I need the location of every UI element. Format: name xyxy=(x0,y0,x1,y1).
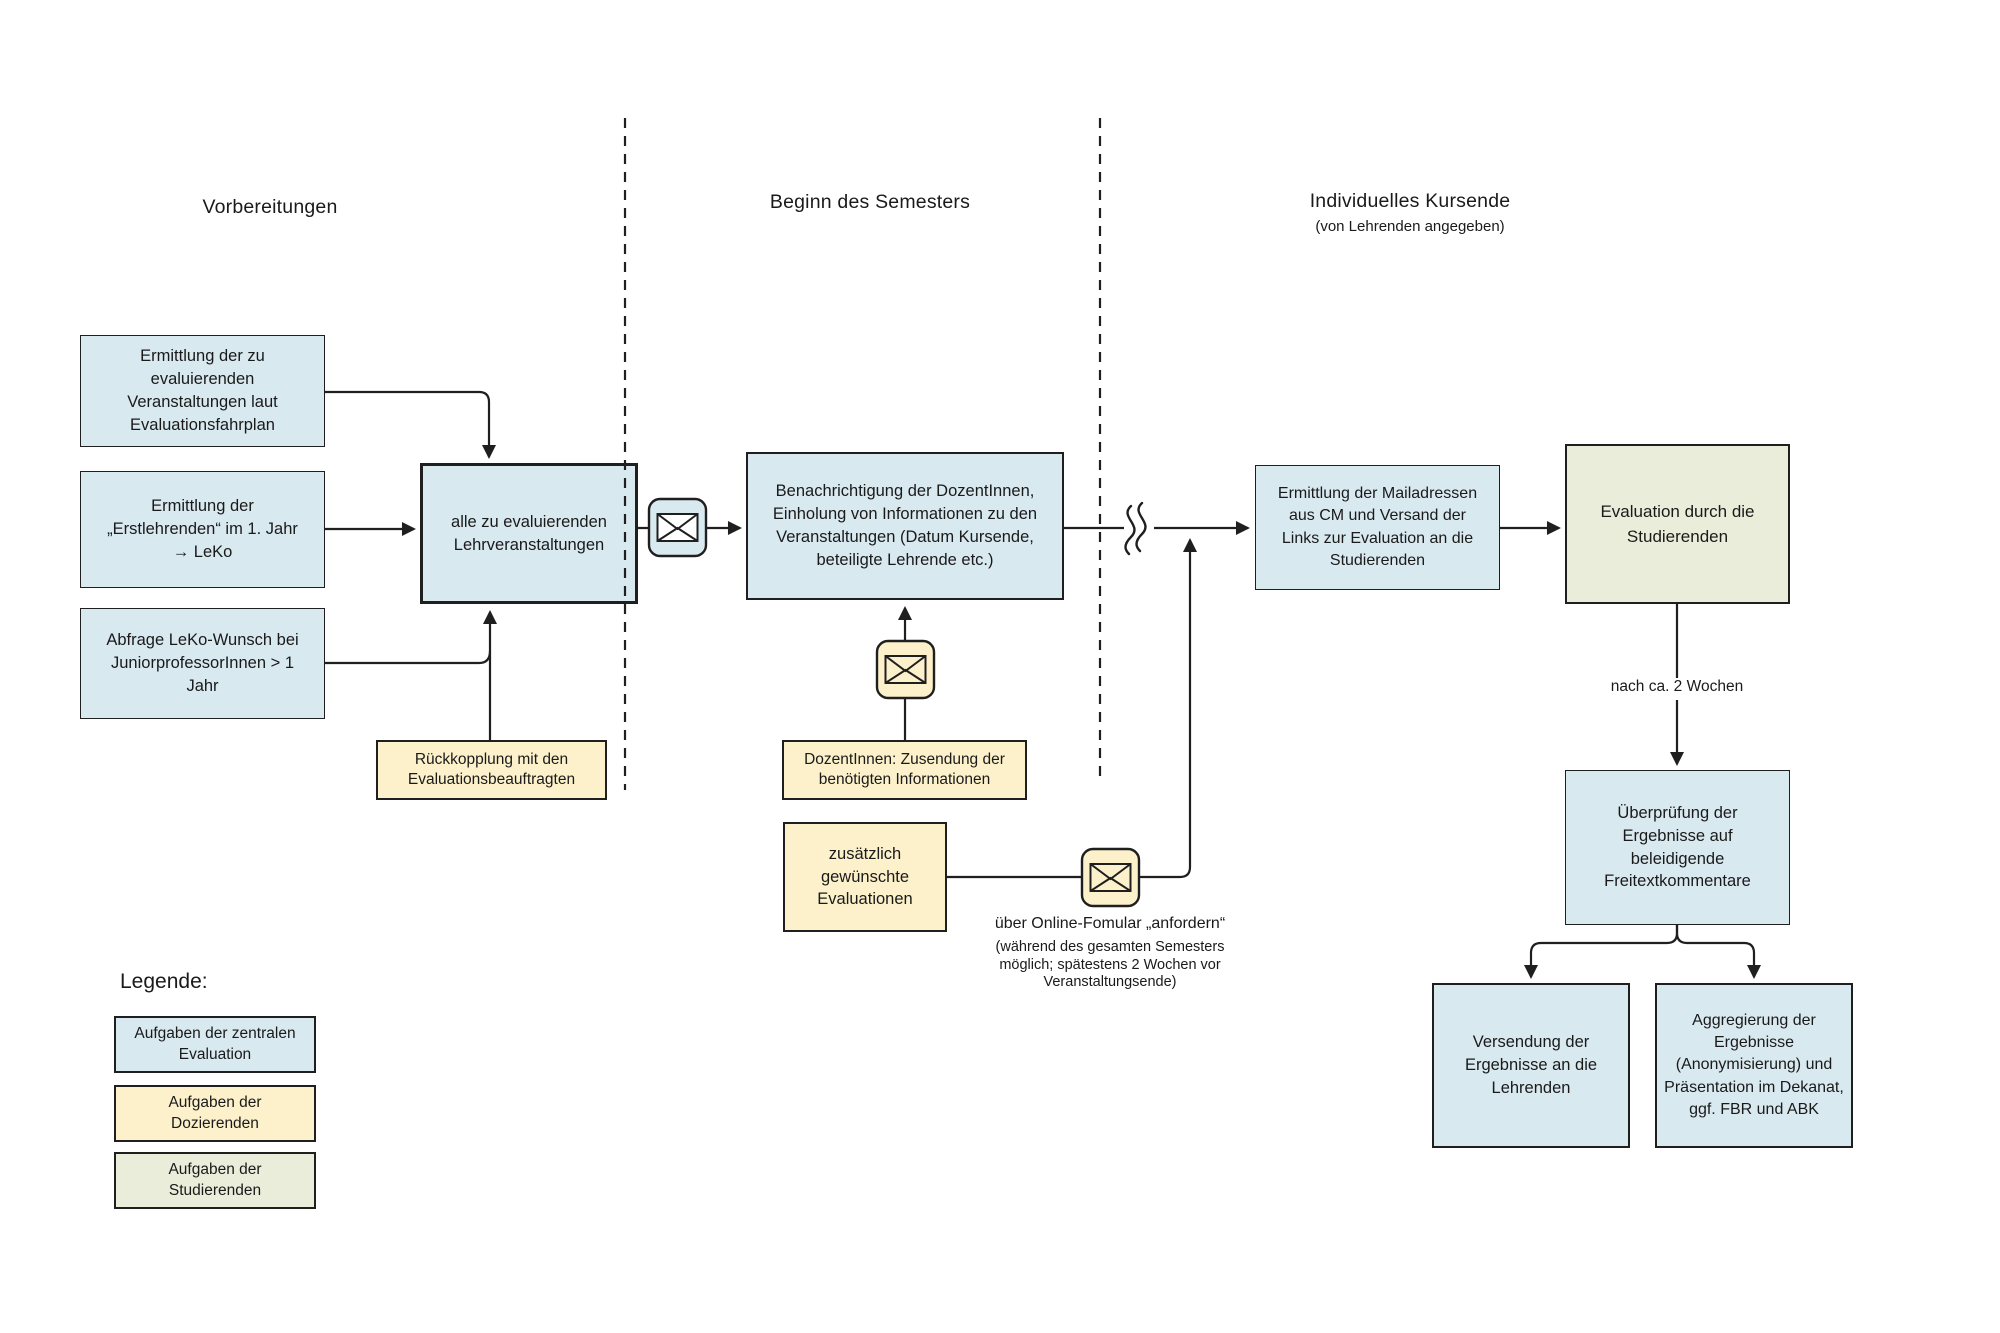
column-header-individuelles-kursende: Individuelles Kursende xyxy=(1309,190,1511,212)
box-alle-lehrveranstaltungen: alle zu evaluierenden Lehrveranstaltunge… xyxy=(420,463,638,604)
squiggle-break-icon xyxy=(1124,501,1147,556)
wait-duration-label: nach ca. 2 Wochen xyxy=(1594,678,1760,700)
box-ueberpruefung-freitextkommentare: Überprüfung der Ergebnisse auf beleidige… xyxy=(1565,770,1790,925)
legend-item-studierende: Aufgaben der Studierenden xyxy=(114,1152,316,1209)
connector-to-aggregierung xyxy=(1675,925,1761,979)
connector-to-versendung xyxy=(1524,925,1679,979)
column-subheader-von-lehrenden: (von Lehrenden angegeben) xyxy=(1315,218,1505,235)
online-form-note: (während des gesamten Semesters möglich;… xyxy=(995,939,1225,991)
box-benachrichtigung-dozentinnen: Benachrichtigung der DozentInnen, Einhol… xyxy=(746,452,1064,600)
legend-title: Legende: xyxy=(120,970,208,993)
envelope-icon xyxy=(647,497,708,558)
box-aggregierung-ergebnisse: Aggregierung der Ergebnisse (Anonymisier… xyxy=(1655,983,1853,1148)
connector-leko-join xyxy=(325,650,492,665)
connector-veranstaltungen-to-alle xyxy=(325,390,496,459)
column-header-beginn-des-semesters: Beginn des Semesters xyxy=(769,191,971,213)
box-versendung-ergebnisse: Versendung der Ergebnisse an die Lehrend… xyxy=(1432,983,1630,1148)
box-ermittlung-veranstaltungen: Ermittlung der zu evaluierenden Veransta… xyxy=(80,335,325,447)
envelope-icon xyxy=(875,639,936,700)
box-rueckkopplung: Rückkopplung mit den Evaluationsbeauftra… xyxy=(376,740,607,800)
box-ermittlung-erstlehrende: Ermittlung der „Erstlehrenden“ im 1. Jah… xyxy=(80,471,325,588)
box-abfrage-leko-wunsch: Abfrage LeKo-Wunsch bei JuniorprofessorI… xyxy=(80,608,325,719)
box-zusaetzliche-evaluationen: zusätzlich gewünschte Evaluationen xyxy=(783,822,947,932)
online-form-title: über Online-Fomular „anfordern“ xyxy=(994,915,1226,932)
envelope-icon xyxy=(1080,847,1141,908)
box-evaluation-studierende: Evaluation durch die Studierenden xyxy=(1565,444,1790,604)
box-dozentinnen-zusendung: DozentInnen: Zusendung der benötigten In… xyxy=(782,740,1027,800)
legend-item-zentrale-evaluation: Aufgaben der zentralen Evaluation xyxy=(114,1016,316,1073)
legend-item-dozierende: Aufgaben der Dozierenden xyxy=(114,1085,316,1142)
box-ermittlung-mailadressen: Ermittlung der Mailadressen aus CM und V… xyxy=(1255,465,1500,590)
column-header-vorbereitungen: Vorbereitungen xyxy=(202,196,338,218)
